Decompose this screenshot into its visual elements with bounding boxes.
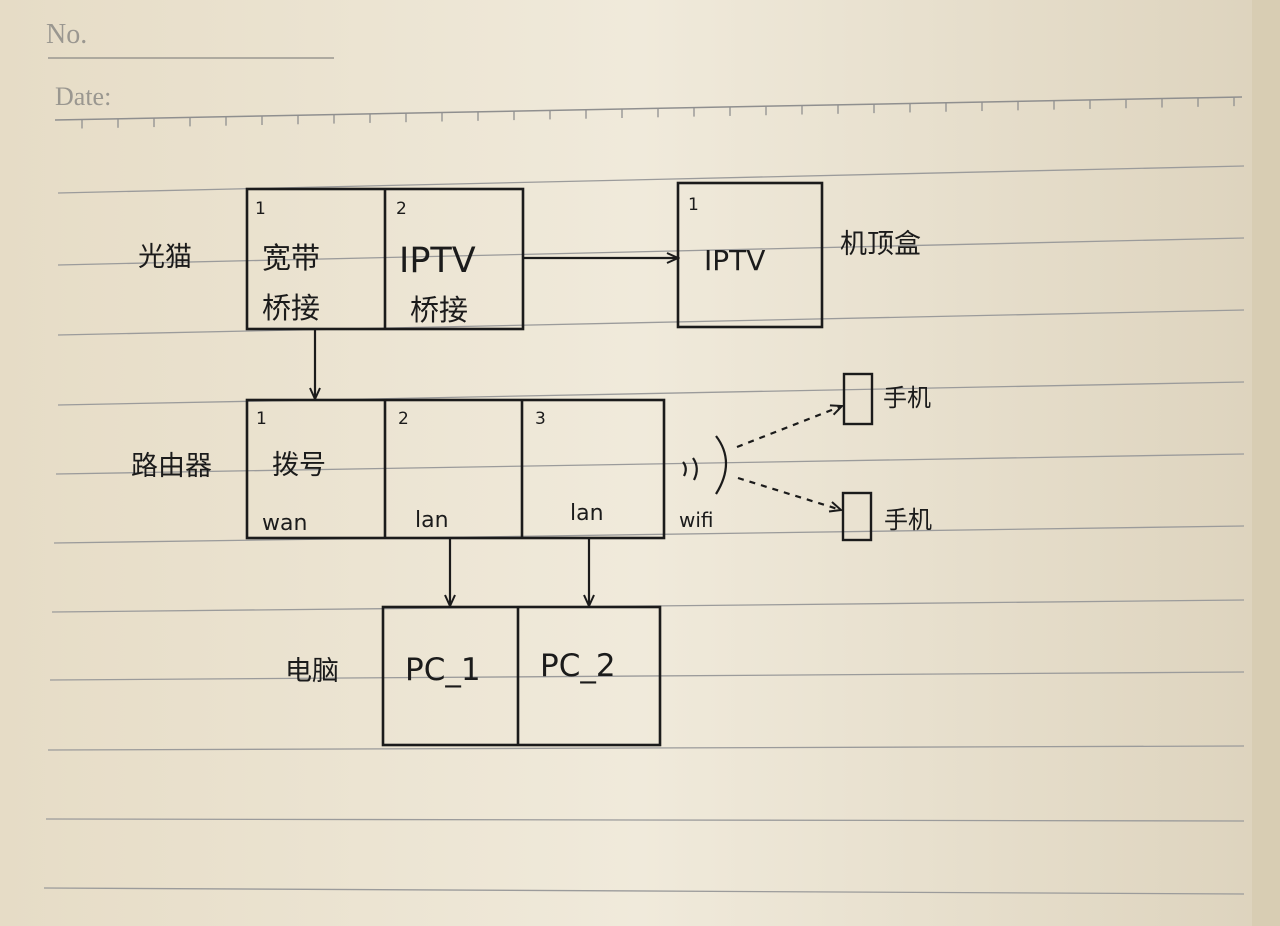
date-label: Date: bbox=[55, 82, 111, 111]
connections bbox=[315, 258, 842, 606]
computers-box bbox=[381, 605, 662, 747]
phone-2-label: 手机 bbox=[884, 506, 932, 534]
router-box bbox=[245, 398, 666, 540]
modem-port-1-line-2: 桥接 bbox=[262, 291, 320, 325]
router: 路由器 1 拨号 wan 2 lan 3 lan wifi bbox=[131, 398, 727, 540]
modem-port-2-line-1: IPTV bbox=[399, 241, 476, 281]
router-port-3-number: 3 bbox=[535, 409, 546, 429]
router-label: 路由器 bbox=[131, 451, 212, 482]
date-rule bbox=[54, 96, 1243, 121]
set-top-box-port-text: IPTV bbox=[704, 244, 765, 277]
modem-port-1-line-1: 宽带 bbox=[262, 241, 320, 275]
set-top-box: 1 IPTV 机顶盒 bbox=[676, 181, 921, 329]
no-label: No. bbox=[46, 19, 87, 50]
optical-modem-label: 光猫 bbox=[138, 242, 192, 273]
phone-2: 手机 bbox=[841, 491, 932, 542]
phone-1-icon bbox=[842, 372, 874, 426]
set-top-box-port-number: 1 bbox=[688, 195, 699, 215]
router-port-1-number: 1 bbox=[256, 409, 267, 429]
phone-2-icon bbox=[841, 491, 873, 542]
phone-1: 手机 bbox=[842, 372, 931, 426]
router-port-1-text: 拨号 bbox=[272, 450, 326, 481]
computers: 电脑 PC_1 PC_2 bbox=[285, 605, 662, 747]
phone-1-label: 手机 bbox=[883, 384, 931, 412]
router-port-3-type: lan bbox=[570, 501, 604, 526]
modem-port-2-line-2: 桥接 bbox=[410, 293, 468, 327]
router-port-1-type: wan bbox=[262, 511, 307, 536]
wifi-signal-icon bbox=[682, 435, 727, 495]
set-top-box-label: 机顶盒 bbox=[840, 229, 921, 260]
computers-label: 电脑 bbox=[285, 656, 339, 687]
optical-modem: 光猫 1 宽带 桥接 2 IPTV 桥接 bbox=[138, 187, 525, 331]
router-port-2-type: lan bbox=[415, 508, 449, 533]
page-edge bbox=[1252, 0, 1280, 926]
pc-2-label: PC_2 bbox=[540, 648, 616, 684]
pc-1-label: PC_1 bbox=[405, 652, 481, 688]
date-rule-ticks bbox=[81, 97, 1235, 129]
modem-port-1-number: 1 bbox=[255, 199, 266, 219]
wifi-label: wifi bbox=[679, 508, 714, 532]
modem-port-2-number: 2 bbox=[396, 199, 407, 219]
wifi-link-phone-2 bbox=[737, 476, 841, 510]
router-port-2-number: 2 bbox=[398, 409, 409, 429]
